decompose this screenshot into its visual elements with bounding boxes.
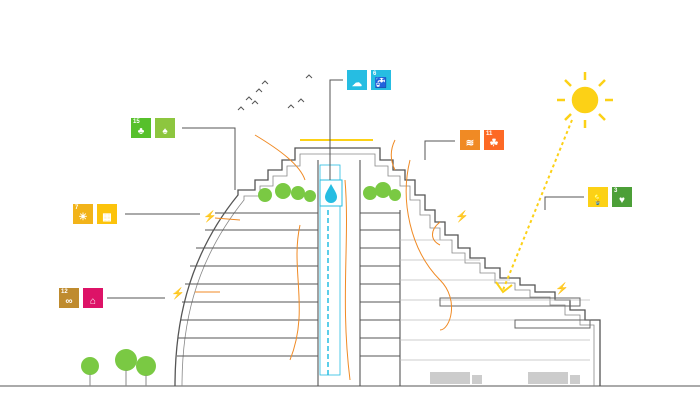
- lightbulb-icon: 💡: [588, 187, 608, 207]
- sdg-11-icon: 11☘: [484, 130, 504, 150]
- svg-text:⚡: ⚡: [203, 210, 217, 223]
- sdg-6-icon: 6🚰: [371, 70, 391, 90]
- ground-trees: [81, 349, 156, 376]
- airflow-arrows: [195, 134, 453, 381]
- sdg-12-icon: 12∞: [59, 288, 79, 308]
- svg-text:⚡: ⚡: [555, 282, 569, 295]
- svg-text:⚡: ⚡: [455, 210, 469, 223]
- trucks: [430, 372, 580, 384]
- solar-icon: ▦: [97, 204, 117, 224]
- sun-icon: [557, 72, 613, 128]
- sdg-15-icon: 15♣: [131, 118, 151, 138]
- leader-lines: [107, 79, 584, 299]
- house-icon: ⌂: [83, 288, 103, 308]
- floor-slabs: [177, 160, 401, 386]
- sdg-7-icon: 7☀: [73, 204, 93, 224]
- wind-icon: ≋: [460, 130, 480, 150]
- tree-icon: ♠: [155, 118, 175, 138]
- building-outline: [174, 147, 601, 387]
- birds: [237, 74, 313, 111]
- rain-cloud-icon: ☁: [347, 70, 367, 90]
- svg-text:⚡: ⚡: [171, 287, 185, 300]
- energy-bolts: ⚡ ⚡ ⚡ ⚡: [171, 210, 569, 300]
- sdg-3-icon: 3♥: [612, 187, 632, 207]
- sunlight-ray: [502, 119, 573, 291]
- roof-garden: [258, 182, 401, 202]
